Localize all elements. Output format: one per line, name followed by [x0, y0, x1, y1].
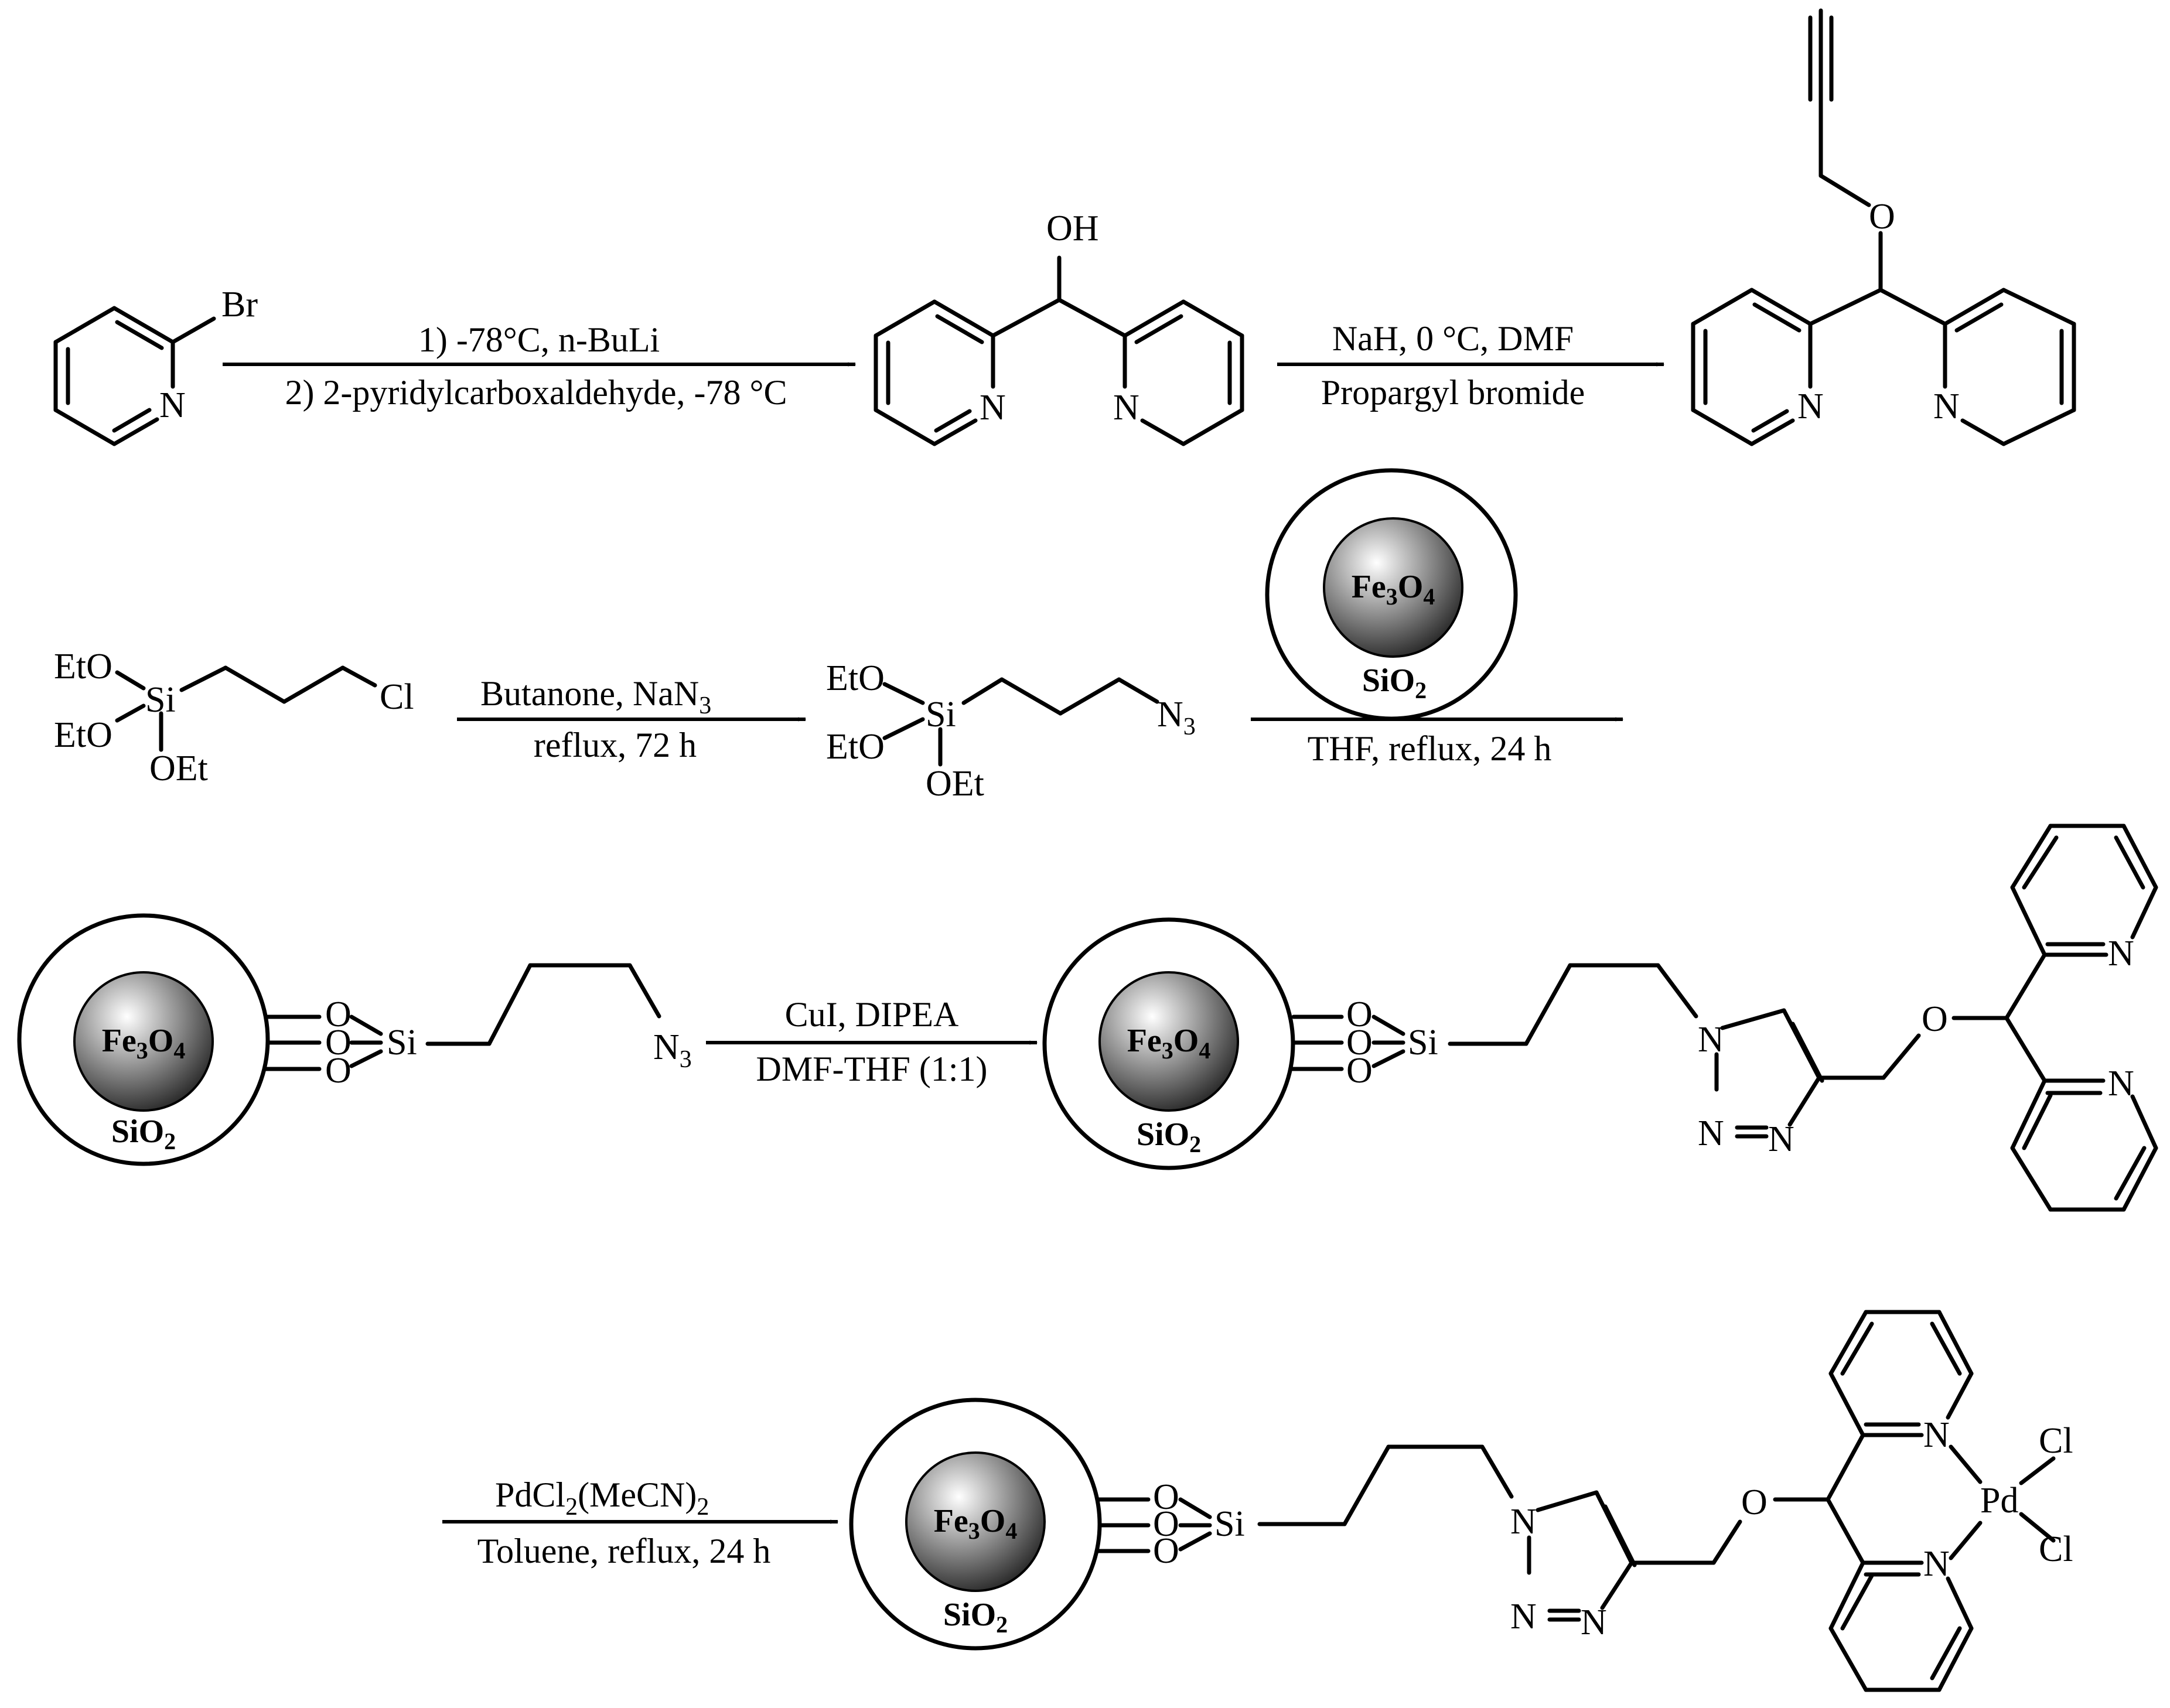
arrow-6-condition-1: PdCl2(MeCN)2: [495, 1475, 709, 1521]
triazole-product-o2: O: [1346, 1023, 1373, 1063]
triazole-product-o-ether: O: [1922, 999, 1948, 1039]
pd-complex-o-ether: O: [1741, 1482, 1768, 1522]
supported-azide-n3: N3: [653, 1027, 692, 1073]
triazole-product-o1: O: [1346, 995, 1373, 1034]
arrow-6-condition-2: Toluene, reflux, 24 h: [477, 1532, 771, 1570]
bromopyridine: Br N: [53, 285, 258, 446]
triazole-product: Fe3O4 SiO2: [1042, 824, 2158, 1212]
azidopropyl-silane: EtO EtO Si OEt N3: [826, 658, 1196, 804]
triazole-product-bonds: [1289, 824, 2158, 1212]
reaction-arrow-5: CuI, DIPEA DMF-THF (1:1): [706, 995, 1038, 1088]
propargyl-ether-o-label: O: [1869, 197, 1895, 237]
propargyl-ether-n2-label: N: [1933, 387, 1960, 426]
dipyridyl-methanol: OH N N: [874, 209, 1244, 446]
chloropropyl-silane-bonds: [115, 665, 377, 752]
arrow-3-condition-1: Butanone, NaN3: [480, 674, 711, 719]
core-label: Fe3O4: [1352, 569, 1435, 610]
arrow-3-condition-2: reflux, 72 h: [534, 726, 697, 764]
shell-label: SiO2: [1362, 662, 1427, 703]
azidopropyl-silane-eto1: EtO: [826, 658, 885, 698]
triazole-product-o3: O: [1346, 1051, 1373, 1091]
supported-azide-si: Si: [387, 1023, 417, 1063]
pd-complex-o3: O: [1153, 1531, 1179, 1571]
core-label: Fe3O4: [934, 1503, 1018, 1544]
azidopropyl-silane-bonds: [882, 677, 1159, 767]
pd-complex-cl1: Cl: [2039, 1421, 2073, 1461]
arrow-5-condition-2: DMF-THF (1:1): [756, 1050, 987, 1088]
propargyl-ether-n1-label: N: [1797, 387, 1824, 426]
core-label: Fe3O4: [1127, 1023, 1211, 1064]
magnetite-core: [1323, 517, 1463, 658]
pd-complex-pd: Pd: [1980, 1481, 2018, 1521]
reaction-arrow-3: Butanone, NaN3 reflux, 72 h: [457, 674, 807, 764]
dipyridyl-methanol-n1-label: N: [980, 388, 1006, 428]
chloropropyl-silane-eto1: EtO: [54, 647, 112, 686]
reaction-arrow-2: NaH, 0 °C, DMF Propargyl bromide: [1277, 319, 1665, 412]
pd-complex-py-n1: N: [1923, 1415, 1950, 1455]
chloropropyl-silane: EtO EtO Si OEt Cl: [54, 647, 414, 788]
pd-complex-o1: O: [1153, 1477, 1179, 1517]
dipyridyl-methanol-n2-label: N: [1113, 388, 1139, 428]
magnetite-core: [905, 1451, 1046, 1592]
shell-label: SiO2: [1137, 1116, 1201, 1157]
chloropropyl-silane-eto2: EtO: [54, 715, 112, 755]
bromopyridine-br-label: Br: [221, 285, 258, 324]
azidopropyl-silane-eto2: EtO: [826, 727, 885, 767]
chloropropyl-silane-cl: Cl: [380, 677, 414, 717]
triazole-product-py-n1: N: [2108, 934, 2134, 973]
triazole-product-si: Si: [1408, 1023, 1438, 1063]
pd-complex-n2: N: [1510, 1597, 1537, 1637]
arrow-2-condition-1: NaH, 0 °C, DMF: [1332, 319, 1574, 358]
magnetite-core: [73, 971, 214, 1112]
arrow-5-condition-1: CuI, DIPEA: [785, 995, 959, 1034]
reaction-arrow-1: 1) -78°C, n-BuLi 2) 2-pyridylcarboxaldeh…: [223, 320, 857, 412]
pd-complex-si: Si: [1214, 1504, 1245, 1544]
pd-complex-product: Fe3O4 SiO2: [849, 1310, 2073, 1692]
pd-complex-py-n2: N: [1923, 1544, 1950, 1584]
triazole-product-n2: N: [1698, 1113, 1724, 1153]
triazole-product-n1: N: [1698, 1020, 1724, 1060]
supported-azide: Fe3O4 SiO2 O O O Si N3: [17, 913, 692, 1166]
supported-azide-o2: O: [325, 1023, 352, 1063]
magnetite-core: [1098, 971, 1239, 1112]
pd-complex-cl2: Cl: [2039, 1529, 2073, 1569]
shell-label: SiO2: [943, 1597, 1008, 1638]
reaction-arrow-6: PdCl2(MeCN)2 Toluene, reflux, 24 h: [442, 1475, 839, 1570]
arrow-1-condition-2: 2) 2-pyridylcarboxaldehyde, -78 °C: [285, 373, 787, 412]
arrow-4-condition-2: THF, reflux, 24 h: [1308, 729, 1552, 768]
bromopyridine-ring: [53, 306, 216, 446]
chloropropyl-silane-si: Si: [145, 680, 176, 720]
dipyridyl-methanol-bonds: [874, 255, 1244, 446]
shell-label: SiO2: [111, 1113, 176, 1154]
nanoparticle-reagent: Fe3O4 SiO2: [1265, 468, 1518, 721]
pd-complex-bonds: [1095, 1310, 2056, 1692]
propargyl-ether: O N N: [1691, 8, 2076, 446]
azidopropyl-silane-oet: OEt: [926, 764, 984, 804]
dipyridyl-methanol-oh-label: OH: [1046, 209, 1099, 248]
arrow-1-condition-1: 1) -78°C, n-BuLi: [418, 320, 660, 359]
core-label: Fe3O4: [102, 1023, 186, 1064]
supported-azide-o3: O: [325, 1051, 352, 1091]
silica-shell: [17, 913, 270, 1166]
propargyl-ether-bonds: [1691, 8, 2076, 446]
azidopropyl-silane-n3: N3: [1157, 695, 1196, 740]
chloropropyl-silane-oet: OEt: [149, 749, 208, 788]
pd-complex-o2: O: [1153, 1504, 1179, 1544]
supported-azide-o1: O: [325, 995, 352, 1034]
arrow-2-condition-2: Propargyl bromide: [1321, 373, 1585, 412]
triazole-product-py-n2: N: [2108, 1064, 2134, 1104]
triazole-product-n3: N: [1768, 1119, 1794, 1159]
azidopropyl-silane-si: Si: [926, 695, 956, 735]
silica-shell: [1042, 917, 1295, 1170]
pd-complex-n3: N: [1581, 1603, 1607, 1642]
pd-complex-n1: N: [1510, 1502, 1537, 1542]
supported-azide-bonds: [262, 963, 661, 1071]
reaction-arrow-4: Fe3O4 SiO2 THF, reflux, 24 h: [1251, 468, 1624, 768]
bromopyridine-n-label: N: [159, 385, 186, 425]
